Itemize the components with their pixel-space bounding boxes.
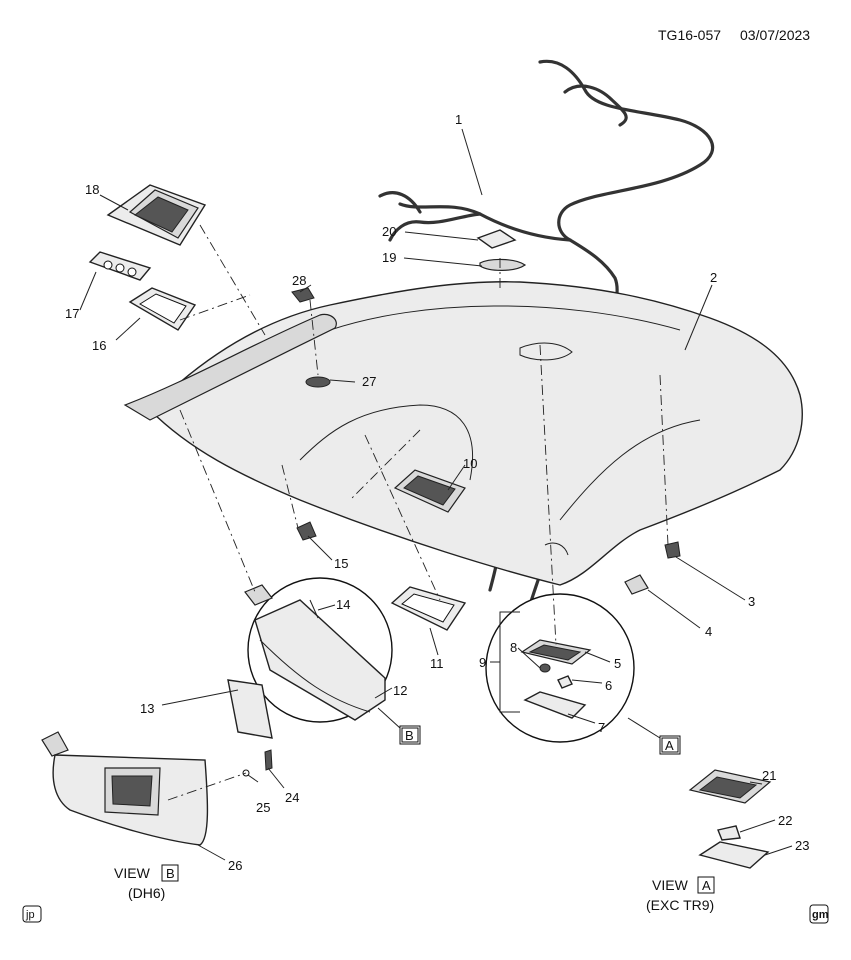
callout-1: 1 xyxy=(455,112,462,127)
callout-22: 22 xyxy=(778,813,792,828)
dome-lamp-view-a xyxy=(688,769,772,869)
roof-lamp-bezel xyxy=(393,469,466,513)
overhead-console xyxy=(106,184,207,246)
jp-badge: jp xyxy=(22,905,42,923)
callout-23: 23 xyxy=(795,838,809,853)
svg-text:VIEW: VIEW xyxy=(114,865,151,881)
svg-text:B: B xyxy=(166,866,175,881)
callout-5: 5 xyxy=(614,656,621,671)
callout-27: 27 xyxy=(362,374,376,389)
callout-7: 7 xyxy=(598,720,605,735)
callout-25: 25 xyxy=(256,800,270,815)
svg-text:jp: jp xyxy=(25,909,35,921)
clip xyxy=(291,287,315,303)
svg-text:B: B xyxy=(405,728,414,743)
svg-text:VIEW: VIEW xyxy=(652,877,689,893)
callout-6: 6 xyxy=(605,678,612,693)
sun-visor-b xyxy=(254,599,386,721)
callout-12: 12 xyxy=(393,683,407,698)
callout-3: 3 xyxy=(748,594,755,609)
svg-text:(DH6): (DH6) xyxy=(128,885,165,901)
visor-clip xyxy=(264,749,273,771)
grommet xyxy=(305,376,331,388)
callout-2: 2 xyxy=(710,270,717,285)
svg-text:(EXC TR9): (EXC TR9) xyxy=(646,897,714,913)
antenna-bracket xyxy=(476,229,527,271)
callout-24: 24 xyxy=(285,790,299,805)
sun-visor-view-b xyxy=(41,731,209,846)
callout-13: 13 xyxy=(140,701,154,716)
callout-10: 10 xyxy=(463,456,477,471)
relation-lines xyxy=(167,224,669,801)
callout-19: 19 xyxy=(382,250,396,265)
callout-21: 21 xyxy=(762,768,776,783)
callout-11: 11 xyxy=(430,656,444,671)
callout-9: 9 xyxy=(479,655,486,670)
callout-20: 20 xyxy=(382,224,396,239)
callout-14: 14 xyxy=(336,597,350,612)
detail-circle-a xyxy=(485,593,635,743)
view-a-tag: A xyxy=(627,717,681,755)
visor-pivot xyxy=(244,584,273,606)
callout-28: 28 xyxy=(292,273,306,288)
svg-text:A: A xyxy=(665,738,674,753)
dome-lamp-a xyxy=(520,639,592,719)
fastener xyxy=(296,521,317,541)
svg-text:A: A xyxy=(702,878,711,893)
gm-logo: gm xyxy=(809,904,829,924)
view-a-caption: VIEW A (EXC TR9) xyxy=(646,876,715,913)
console-plate xyxy=(88,251,152,281)
callout-4: 4 xyxy=(705,624,712,639)
svg-text:gm: gm xyxy=(812,909,829,921)
leader-lines xyxy=(79,128,793,861)
callout-26: 26 xyxy=(228,858,242,873)
headliner xyxy=(123,281,803,586)
lamp-frame xyxy=(390,586,467,631)
push-pin xyxy=(664,541,681,559)
bumper xyxy=(624,574,649,595)
callout-15: 15 xyxy=(334,556,348,571)
callout-18: 18 xyxy=(85,182,99,197)
diagram-date: 03/07/2023 xyxy=(740,27,810,43)
diagram-code: TG16-057 xyxy=(658,27,721,43)
callout-8: 8 xyxy=(510,640,517,655)
callout-numbers: 1 2 3 4 5 6 7 8 9 10 11 12 13 14 15 16 1… xyxy=(65,112,809,873)
view-b-tag: B xyxy=(377,707,421,745)
visor-card xyxy=(227,679,273,739)
view-b-caption: VIEW B (DH6) xyxy=(114,864,179,901)
console-frame xyxy=(128,287,197,331)
callout-17: 17 xyxy=(65,306,79,321)
callout-16: 16 xyxy=(92,338,106,353)
